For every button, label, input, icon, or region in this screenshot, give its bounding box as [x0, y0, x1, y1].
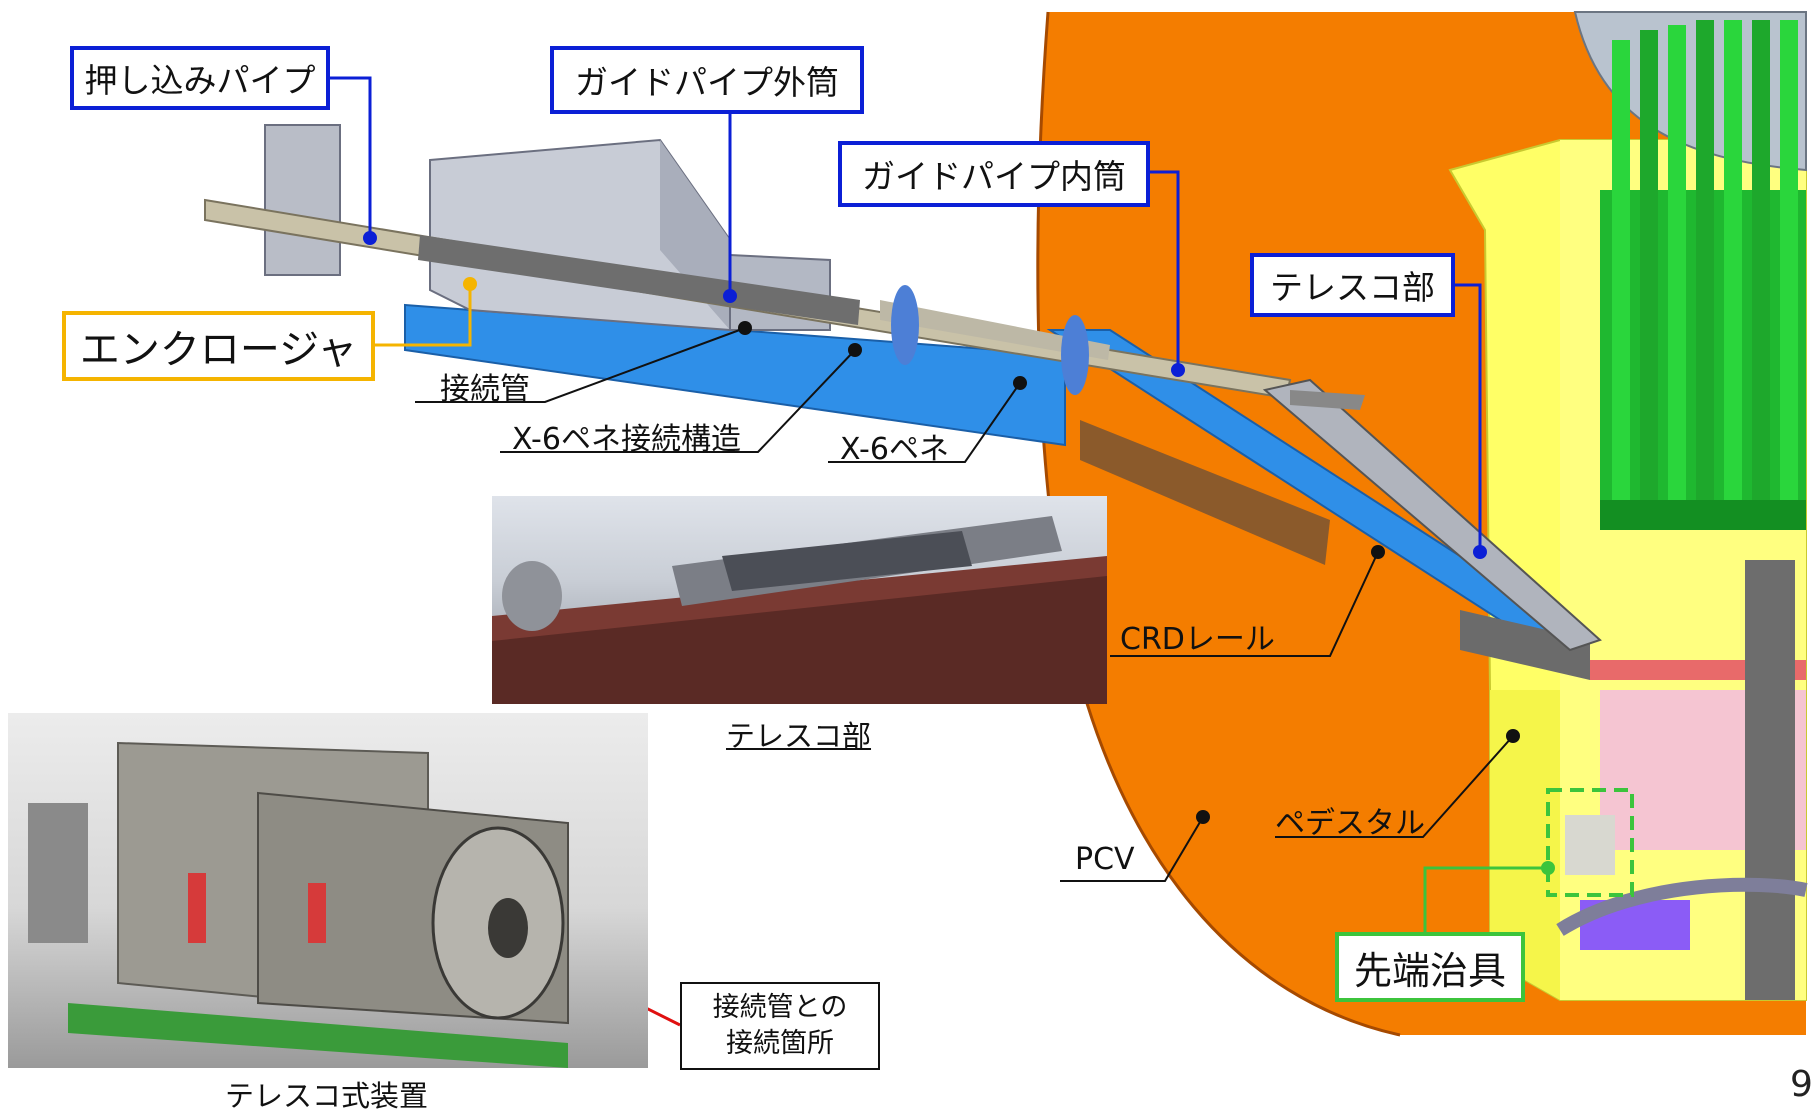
- pcv-label: PCV: [1075, 842, 1135, 877]
- device-photo: [8, 713, 648, 1068]
- device-photo-caption: テレスコ式装置: [225, 1079, 429, 1113]
- guide-pipe-outer-callout: ガイドパイプ外筒: [550, 46, 864, 114]
- push-pipe-callout: 押し込みパイプ: [70, 46, 330, 110]
- telescope-arm-model: [1262, 378, 1602, 652]
- crd-rail: [1046, 329, 1592, 680]
- crd-rail-label: CRDレール: [1120, 622, 1275, 657]
- tip-jig-callout: 先端治具: [1335, 932, 1525, 1002]
- telescope-part-callout: テレスコ部: [1250, 253, 1455, 317]
- connection-point-line-2: 接続箇所: [726, 1028, 834, 1059]
- pedestal-label: ペデスタル: [1275, 806, 1425, 841]
- enclosure-callout: エンクロージャ: [62, 311, 375, 381]
- telescope-photo-caption: テレスコ部: [726, 719, 872, 753]
- telescope-photo: [492, 496, 1107, 704]
- x6-pene-label: X-6ペネ: [840, 432, 949, 467]
- connection-point-line-1: 接続管との: [712, 992, 848, 1023]
- page-number: 9: [1790, 1064, 1813, 1105]
- x6-pene-structure-label: X-6ペネ接続構造: [512, 422, 741, 457]
- control-rod-drives: [1600, 20, 1806, 530]
- connection-pipe-label: 接続管: [440, 372, 530, 407]
- platform-structure: [1556, 560, 1808, 1000]
- guide-pipe-inner-callout: ガイドパイプ内筒: [838, 141, 1150, 207]
- connection-point-callout: 接続管との 接続箇所: [680, 982, 880, 1070]
- tip-jig-highlight: [1546, 788, 1634, 897]
